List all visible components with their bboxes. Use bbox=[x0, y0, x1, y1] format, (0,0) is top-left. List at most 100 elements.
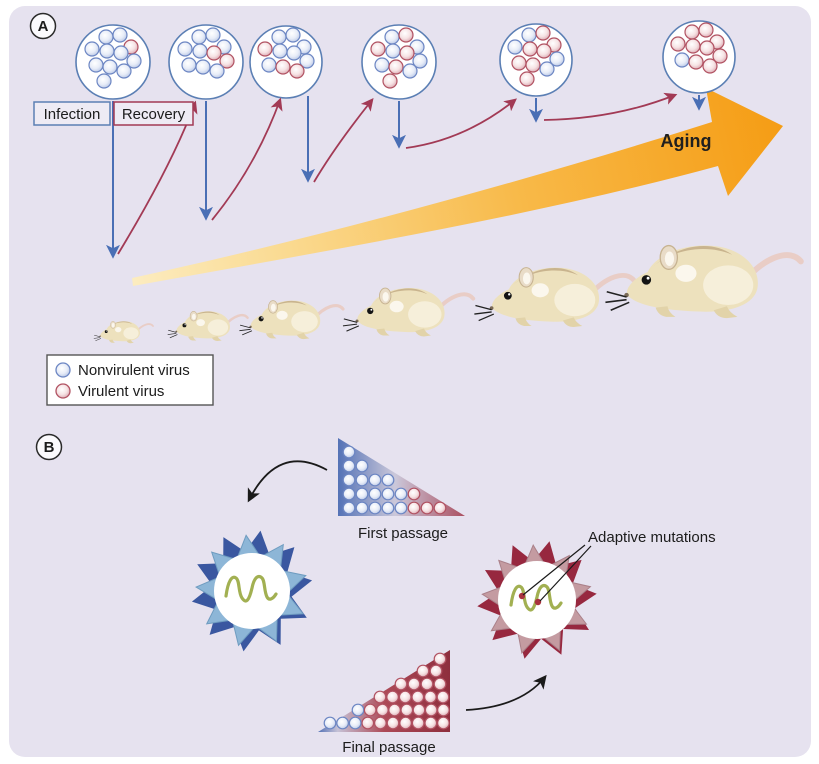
virulent-virion bbox=[411, 690, 425, 704]
virulent-virion bbox=[257, 41, 273, 57]
nonvirulent-virion bbox=[348, 716, 362, 730]
final-passage-arrow bbox=[465, 674, 547, 711]
panel-a-circle bbox=[29, 12, 57, 40]
nonvirulent-virion bbox=[205, 27, 221, 43]
nonvirulent-virion bbox=[102, 59, 118, 75]
virulent-virion bbox=[394, 677, 408, 691]
nonvirulent-virion bbox=[209, 63, 225, 79]
virus-population-circle-stage-5 bbox=[499, 23, 573, 97]
nonvirulent-virion bbox=[342, 487, 356, 501]
virulent-virion bbox=[702, 58, 718, 74]
virulent-virion bbox=[388, 59, 404, 75]
aging-arrow bbox=[132, 88, 783, 286]
infection-arrows bbox=[106, 95, 706, 259]
adaptive-mutations-label: Adaptive mutations bbox=[588, 529, 716, 546]
legend-virulent-label: Virulent virus bbox=[78, 383, 164, 400]
nonvirulent-virion bbox=[385, 43, 401, 59]
final-passage-label: Final passage bbox=[342, 739, 435, 756]
nonvirulent-virion bbox=[98, 29, 114, 45]
nonvirulent-virion bbox=[674, 52, 690, 68]
recovery-box bbox=[113, 101, 194, 126]
virulent-virion bbox=[363, 703, 377, 717]
virulent-swatch-icon bbox=[55, 383, 71, 399]
panel-b-label: B bbox=[35, 433, 63, 461]
virulent-virion bbox=[412, 703, 426, 717]
virulent-virion bbox=[437, 716, 450, 730]
nonvirulent-virion bbox=[368, 487, 382, 501]
nonvirulent-virion bbox=[126, 53, 142, 69]
first-passage-arrow bbox=[247, 460, 328, 503]
nonvirulent-virion bbox=[381, 501, 395, 515]
virulent-virion bbox=[386, 690, 400, 704]
virulent-virion bbox=[424, 716, 438, 730]
virulent-virion bbox=[275, 59, 291, 75]
attenuated-virus-particle bbox=[191, 530, 313, 652]
virus-population-circle-stage-3 bbox=[249, 25, 323, 99]
legend-box bbox=[46, 354, 214, 406]
nonvirulent-virion bbox=[286, 45, 302, 61]
virulent-virion bbox=[370, 41, 386, 57]
nonvirulent-virion bbox=[381, 473, 395, 487]
virulent-virion bbox=[511, 55, 527, 71]
nonvirulent-virion bbox=[549, 51, 565, 67]
recovery-arrow-5 bbox=[543, 92, 678, 121]
aging-label: Aging bbox=[661, 131, 712, 151]
nonvirulent-virion bbox=[177, 41, 193, 57]
virulent-virion bbox=[374, 716, 387, 730]
virulent-virion bbox=[398, 690, 412, 704]
panel-b-circle bbox=[35, 433, 63, 461]
nonvirulent-virion bbox=[381, 487, 395, 501]
nonvirulent-virion bbox=[88, 57, 104, 73]
nonvirulent-virion bbox=[394, 487, 408, 501]
nonvirulent-virion bbox=[351, 703, 365, 717]
recovery-arrow-3 bbox=[313, 98, 374, 183]
virus-population-circle-stage-4 bbox=[361, 24, 437, 100]
panel-b-letter: B bbox=[44, 439, 55, 456]
nonvirulent-virion bbox=[272, 43, 288, 59]
virulent-virion bbox=[433, 652, 447, 666]
adaptive-mutation-dot-2 bbox=[534, 598, 542, 606]
nonvirulent-virion bbox=[539, 61, 555, 77]
virulent-virion bbox=[536, 43, 552, 59]
virulent-virion bbox=[382, 73, 398, 89]
virulent-virion bbox=[388, 703, 402, 717]
nonvirulent-virion bbox=[521, 27, 537, 43]
virulent-virion bbox=[684, 24, 700, 40]
virulent-virion bbox=[699, 40, 715, 56]
panel-a-letter: A bbox=[38, 18, 49, 35]
virulent-virion bbox=[399, 716, 413, 730]
virus-population-circles bbox=[75, 20, 736, 100]
nonvirulent-virion bbox=[261, 57, 277, 73]
nonvirulent-virion bbox=[507, 39, 523, 55]
virulent-virion bbox=[376, 703, 389, 717]
nonvirulent-virion bbox=[181, 57, 197, 73]
mutated-rna-genome-icon bbox=[509, 583, 563, 612]
virulent-virion bbox=[289, 63, 305, 79]
virulent-virion bbox=[519, 71, 535, 87]
virulent-virion bbox=[437, 703, 450, 717]
nonvirulent-virion bbox=[342, 501, 356, 515]
virulent-virion bbox=[429, 664, 443, 678]
virulent-virion bbox=[407, 677, 421, 691]
virus-population-circle-stage-6 bbox=[662, 20, 736, 94]
virulent-virion bbox=[400, 703, 414, 717]
nonvirulent-virion bbox=[195, 59, 211, 75]
nonvirulent-virion bbox=[355, 473, 369, 487]
infection-box-label: Infection bbox=[44, 106, 101, 123]
virulent-virion bbox=[398, 27, 414, 43]
nonvirulent-virion bbox=[402, 63, 418, 79]
virulent-virion bbox=[685, 38, 701, 54]
virulent-virion bbox=[688, 54, 704, 70]
virulent-virion bbox=[399, 45, 415, 61]
nonvirulent-virion bbox=[96, 73, 112, 89]
adaptive-mutations-pointer-lines bbox=[522, 544, 592, 602]
first-passage-label: First passage bbox=[358, 525, 448, 542]
virulent-virion bbox=[361, 716, 375, 730]
nonvirulent-virion bbox=[192, 43, 208, 59]
nonvirulent-virion bbox=[113, 45, 129, 61]
legend-nonvirulent-label: Nonvirulent virus bbox=[78, 362, 190, 379]
virulent-virion bbox=[424, 703, 438, 717]
nonvirulent-virion bbox=[112, 27, 128, 43]
recovery-box-label: Recovery bbox=[122, 106, 186, 123]
nonvirulent-virion bbox=[299, 53, 315, 69]
